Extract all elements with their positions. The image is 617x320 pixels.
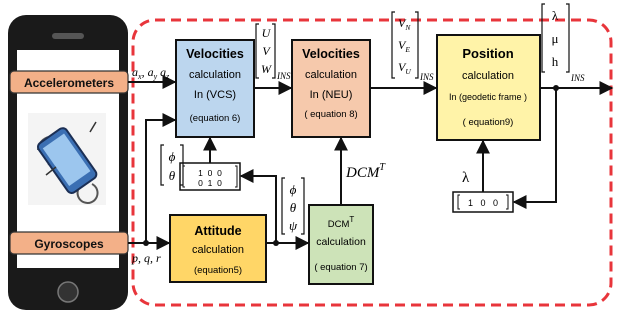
connections <box>128 75 614 250</box>
att-line1: Attitude <box>194 224 241 238</box>
dcm-line1: DCMT <box>328 215 355 230</box>
llh-h: h <box>552 54 559 69</box>
pos-line4: ( equation9) <box>463 117 514 128</box>
ptp-psi: ψ <box>289 218 298 233</box>
gyro-branch-to-vcs <box>145 113 177 243</box>
vu-label: VU <box>398 60 411 76</box>
pt-theta: θ <box>169 168 176 183</box>
vcs-line3: In (VCS) <box>194 89 236 101</box>
dcm-line2: calculation <box>316 236 366 248</box>
vcs-line1: Velocities <box>186 47 244 61</box>
phone-home-button <box>57 281 79 303</box>
att-line3: (equation5) <box>194 265 242 276</box>
uvw-u: U <box>262 26 272 40</box>
phi-theta-psi-vector: ϕ θ ψ <box>281 177 305 235</box>
dashed-boundary <box>131 18 613 307</box>
ptp-theta: θ <box>290 200 297 215</box>
junction-attitude <box>273 240 279 246</box>
neu-line4: ( equation 8) <box>304 109 357 120</box>
dcm-line3: ( equation 7) <box>314 262 367 273</box>
neu-line2: calculation <box>305 69 357 81</box>
smartphone: Accelerometers Gyroscopes <box>8 15 129 310</box>
output-feedback-line <box>512 88 557 209</box>
llh-mu: μ <box>552 31 559 46</box>
vneu-vector: VN VE VU INS <box>391 11 434 82</box>
neu-line3: In (NEU) <box>310 89 353 101</box>
uvw-ins-sub: INS <box>276 71 291 81</box>
llh-lambda: λ <box>552 8 559 23</box>
vn-label: VN <box>398 16 411 32</box>
uvw-w: W <box>261 62 272 76</box>
matrix-2x3-row1: 1 0 0 <box>198 168 222 178</box>
att-line2: calculation <box>192 244 244 256</box>
dcmt-signal-label: DCMT <box>345 162 386 181</box>
matrix-2x3-box: 1 0 0 0 1 0 <box>179 162 241 191</box>
rotating-phone-illustration <box>28 113 106 205</box>
gyro-signal-label: p, q, r <box>131 251 161 265</box>
accel-signal-label: ax, ay az <box>132 65 170 81</box>
block-attitude: Attitude calculation (equation5) <box>169 214 267 283</box>
pos-line3: In (geodetic frame ) <box>449 92 527 102</box>
ptp-phi: ϕ <box>290 182 297 197</box>
junction-output <box>553 85 559 91</box>
matrix-2x3-row2: 0 1 0 <box>198 178 222 188</box>
pos-line2: calculation <box>462 70 514 82</box>
block-velocities-neu: Velocities calculation In (NEU) ( equati… <box>291 39 371 138</box>
vcs-line4: (equation 6) <box>190 113 241 124</box>
block-position: Position calculation In (geodetic frame … <box>436 34 541 141</box>
block-velocities-vcs: Velocities calculation In (VCS) (equatio… <box>175 39 255 138</box>
uvw-vector: U V W INS <box>255 23 291 81</box>
pos-line1: Position <box>462 46 513 61</box>
vcs-line2: calculation <box>189 69 241 81</box>
ve-label: VE <box>398 38 410 54</box>
attitude-to-matrix-line <box>239 169 277 243</box>
block-dcm: DCMT calculation ( equation 7) <box>308 204 374 285</box>
accelerometers-label: Accelerometers <box>24 76 114 90</box>
pt-phi: ϕ <box>169 149 176 164</box>
gyroscopes-label: Gyroscopes <box>34 237 104 251</box>
phone-speaker <box>52 33 84 39</box>
junction-gyro <box>143 240 149 246</box>
phi-theta-vector: ϕ θ <box>160 144 184 186</box>
matrix-1x3-box: 1 0 0 <box>452 191 514 213</box>
uvw-v: V <box>262 44 271 58</box>
vneu-ins-sub: INS <box>419 72 434 82</box>
neu-line1: Velocities <box>302 47 360 61</box>
llh-ins-sub: INS <box>570 73 585 83</box>
llh-vector: λ μ h INS <box>541 3 585 83</box>
lambda-signal-label: λ <box>462 170 470 186</box>
matrix-1x3-row1: 1 0 0 <box>468 198 498 208</box>
